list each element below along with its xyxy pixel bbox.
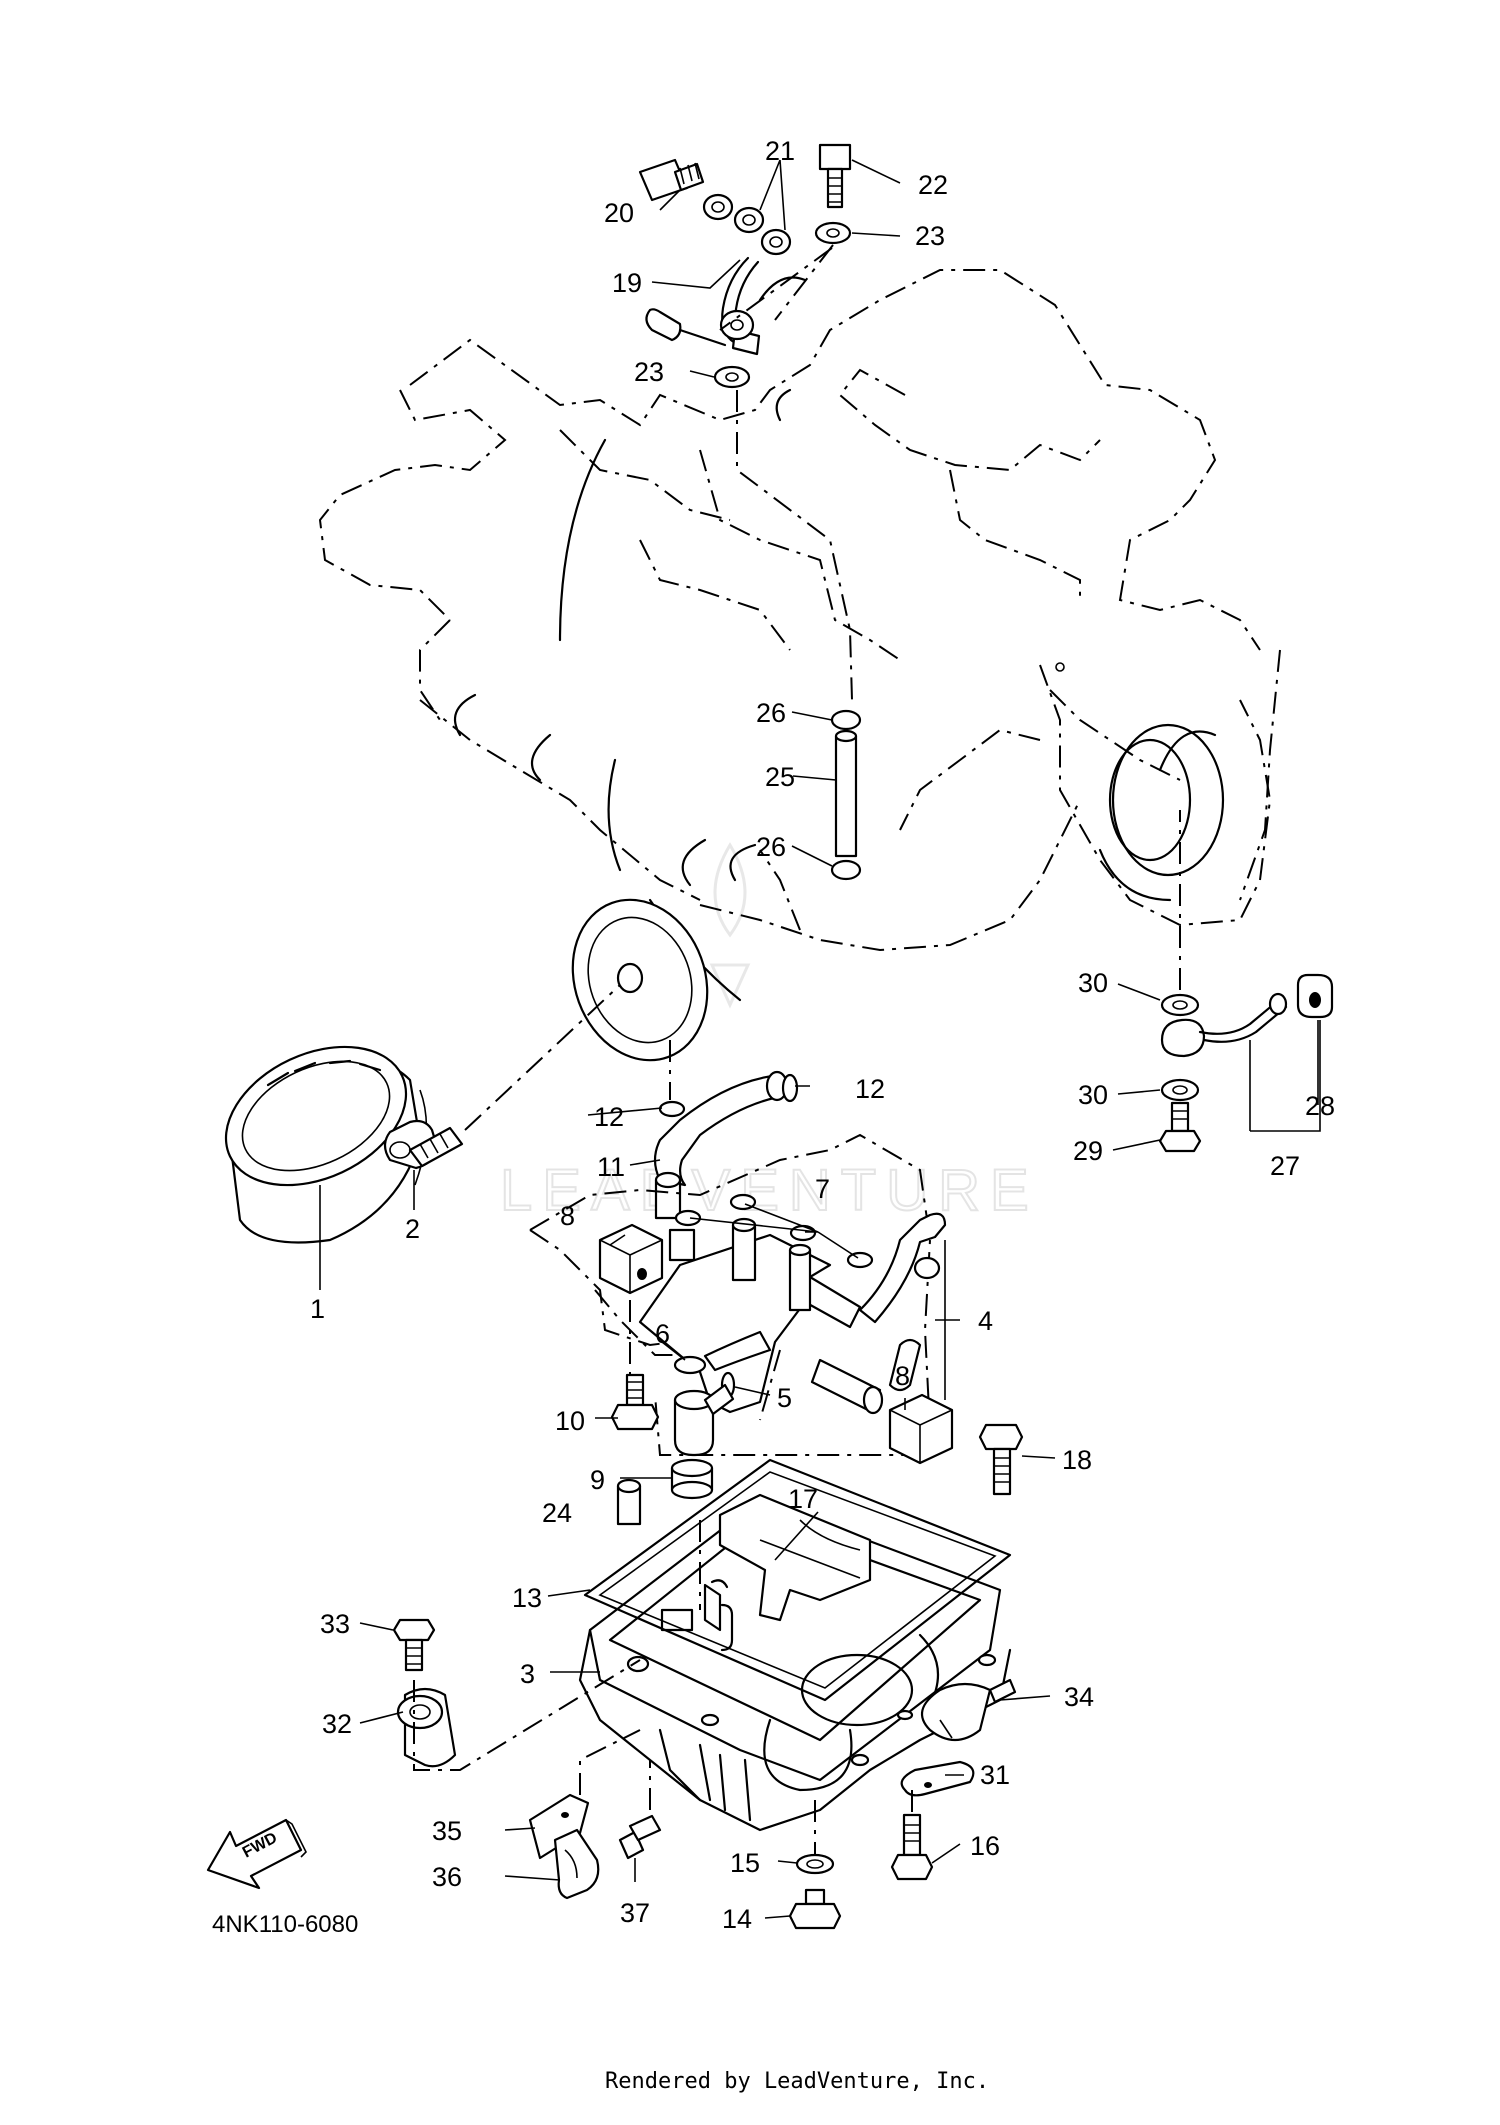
label-21: 21 — [765, 136, 795, 166]
part-6-o-ring — [673, 1355, 707, 1375]
label-13: 13 — [512, 1583, 542, 1613]
part-35-bracket — [528, 1793, 590, 1860]
label-32: 32 — [322, 1709, 352, 1739]
part-30-washer-upper — [1160, 993, 1200, 1017]
part-8-damper-block-right — [888, 1393, 954, 1465]
strainer-elbow — [673, 1383, 735, 1457]
part-24-dowel-pin — [616, 1478, 642, 1526]
part-14-drain-plug — [788, 1888, 842, 1930]
label-8-left: 8 — [560, 1201, 575, 1231]
part-11-oil-hose — [653, 1070, 799, 1220]
label-1: 1 — [310, 1294, 325, 1324]
label-16: 16 — [970, 1831, 1000, 1861]
part-36-clamp — [553, 1828, 600, 1900]
label-26-top: 26 — [756, 698, 786, 728]
label-9: 9 — [590, 1465, 605, 1495]
engine-solid-details — [453, 276, 1225, 1062]
label-35: 35 — [432, 1816, 462, 1846]
label-23-bottom: 23 — [634, 357, 664, 387]
part-33-bolt — [392, 1618, 436, 1672]
fwd-direction-arrow: FWD — [206, 1818, 307, 1890]
diagram-reference-code: 4NK110-6080 — [212, 1911, 358, 1938]
part-32-cover — [396, 1687, 457, 1768]
part-37-screw — [618, 1814, 662, 1860]
watermark: LEADVENTURE — [499, 842, 1039, 1224]
part-28-cap — [1296, 973, 1334, 1019]
label-29: 29 — [1073, 1136, 1103, 1166]
render-credit: Rendered by LeadVenture, Inc. — [605, 2069, 989, 2094]
part-20-union-bolt — [638, 158, 705, 202]
part-labels: 1 2 3 4 5 6 7 8 8 9 10 11 12 12 13 14 15… — [310, 136, 1335, 1934]
label-25: 25 — [765, 762, 795, 792]
label-36: 36 — [432, 1862, 462, 1892]
part-15-gasket — [795, 1853, 835, 1875]
label-28: 28 — [1305, 1091, 1335, 1121]
part-29-bolt — [1158, 1101, 1202, 1153]
part-2-union-bolt — [383, 1119, 464, 1170]
label-20: 20 — [604, 198, 634, 228]
label-31: 31 — [980, 1760, 1010, 1790]
label-33: 33 — [320, 1609, 350, 1639]
part-25-oil-pipe — [830, 709, 862, 881]
label-3: 3 — [520, 1659, 535, 1689]
label-12-left: 12 — [594, 1102, 624, 1132]
label-24: 24 — [542, 1498, 572, 1528]
label-18: 18 — [1062, 1445, 1092, 1475]
part-27-oil-pressure-switch-lead — [1160, 992, 1288, 1058]
engine-crankcase-outline — [318, 269, 1281, 952]
part-13-gasket — [583, 1458, 1012, 1702]
label-8-right: 8 — [895, 1361, 910, 1391]
part-34-switch — [920, 1678, 1017, 1742]
label-14: 14 — [722, 1904, 752, 1934]
label-34: 34 — [1064, 1682, 1094, 1712]
label-10: 10 — [555, 1406, 585, 1436]
label-27: 27 — [1270, 1151, 1300, 1181]
part-3-oil-pan — [578, 1493, 1012, 1832]
label-30-top: 30 — [1078, 968, 1108, 998]
label-11: 11 — [597, 1152, 625, 1182]
centerline-filter — [464, 984, 621, 1131]
label-5: 5 — [777, 1383, 792, 1413]
label-19: 19 — [612, 268, 642, 298]
watermark-text: LEADVENTURE — [500, 1158, 1039, 1223]
part-31-plate — [900, 1760, 975, 1797]
label-7: 7 — [815, 1174, 830, 1204]
label-2: 2 — [405, 1214, 420, 1244]
label-22: 22 — [918, 170, 948, 200]
label-30-bottom: 30 — [1078, 1080, 1108, 1110]
label-37: 37 — [620, 1898, 650, 1928]
part-9-collar — [670, 1458, 714, 1500]
label-17: 17 — [788, 1484, 818, 1514]
part-18-bolt — [978, 1423, 1024, 1496]
label-4: 4 — [978, 1306, 993, 1336]
part-16-bolt — [890, 1813, 934, 1881]
part-30-washer-lower — [1160, 1078, 1200, 1102]
oil-delivery-pipe-assembly — [638, 143, 853, 701]
label-6: 6 — [655, 1319, 670, 1349]
part-10-bolt — [610, 1373, 660, 1431]
label-12-right: 12 — [855, 1074, 885, 1104]
part-8-damper-block-left — [598, 1223, 664, 1295]
label-26-bottom: 26 — [756, 832, 786, 862]
label-15: 15 — [730, 1848, 760, 1878]
label-23-top: 23 — [915, 221, 945, 251]
leader-lines — [319, 159, 1321, 1919]
